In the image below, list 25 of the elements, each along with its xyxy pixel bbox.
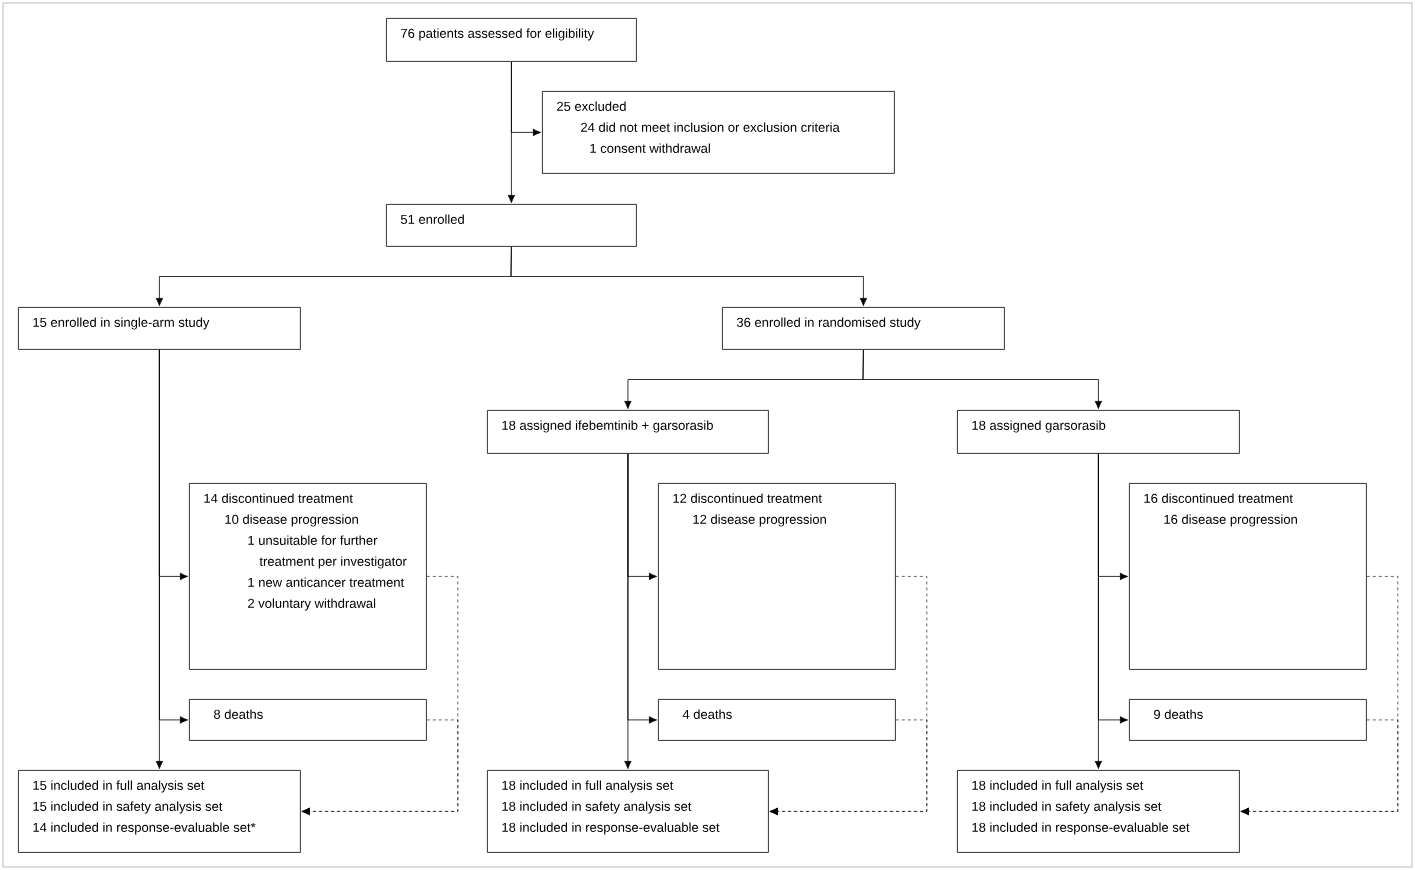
flow-box: 9 deaths (1129, 699, 1367, 741)
dashed-arrow (1240, 719, 1399, 816)
dashed-arrow (301, 719, 459, 816)
flow-box: 4 deaths (658, 699, 896, 741)
arrow (624, 453, 632, 769)
flow-box: 8 deaths (189, 699, 427, 741)
dashed-arrow (769, 719, 928, 816)
arrow (155, 349, 164, 769)
flow-box: 18 assigned ifebemtinib + garsorasib (487, 410, 769, 454)
flow-box: 25 excluded 24 did not meet inclusion or exclusion criteria 1 consent withdrawal (542, 91, 895, 174)
arrow (510, 246, 868, 306)
flow-box: 14 discontinued treatment 10 disease progression 1 unsuitable for further treatment per investigator 1 new anticancer treatment 2 voluntary withdrawal (189, 483, 427, 670)
flow-box: 51 enrolled (386, 204, 637, 247)
arrow (507, 61, 516, 203)
flow-box: 18 included in full analysis set 18 included in safety analysis set 18 included in response-evaluable set (957, 770, 1240, 853)
flow-box: 76 patients assessed for eligibility (386, 18, 637, 62)
flow-box: 15 enrolled in single-arm study (18, 307, 301, 350)
flow-box: 12 discontinued treatment 12 disease progression (658, 483, 896, 670)
flow-box: 15 included in full analysis set 15 included in safety analysis set 14 included in response-evaluable set* (18, 770, 301, 853)
flow-box: 18 assigned garsorasib (957, 410, 1240, 454)
arrow (1094, 453, 1103, 769)
flow-box: 36 enrolled in randomised study (722, 307, 1005, 350)
arrow (862, 349, 1103, 409)
flow-box: 18 included in full analysis set 18 included in safety analysis set 18 included in response-evaluable set (487, 770, 769, 853)
flow-box: 16 discontinued treatment 16 disease progression (1129, 483, 1367, 670)
